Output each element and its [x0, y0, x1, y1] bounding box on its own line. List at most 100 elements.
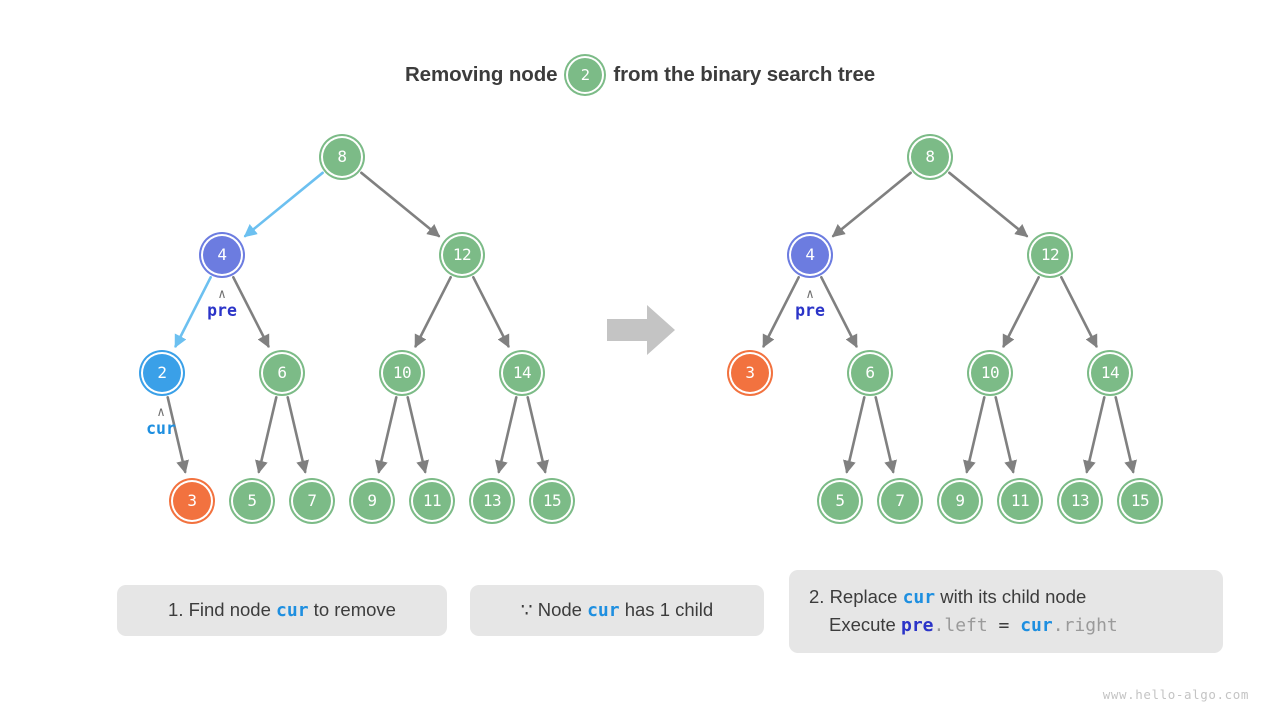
tree-node-label: 4	[805, 245, 815, 264]
tree-node-15[interactable]: 15	[531, 480, 573, 522]
tree-node-label: 9	[367, 491, 377, 510]
tree-node-label: 10	[980, 363, 1000, 382]
tree-node-13[interactable]: 13	[471, 480, 513, 522]
tree-edge	[1083, 396, 1106, 474]
pointer-name: cur	[146, 419, 176, 438]
tree-node-label: 15	[1130, 491, 1150, 510]
caption-1-line: 1. Find node cur to remove	[168, 597, 396, 624]
tree-node-label: 4	[217, 245, 227, 264]
caption-2-token-cur: cur	[587, 599, 620, 621]
tree-edge	[360, 171, 441, 238]
caption-2-post: has 1 child	[619, 598, 714, 620]
title-node-badge: 2	[566, 56, 605, 94]
tree-node-8[interactable]: 8	[321, 136, 363, 178]
caption-3-l2-token-cur: cur	[1020, 614, 1053, 636]
tree-node-8[interactable]: 8	[909, 136, 951, 178]
tree-node-7[interactable]: 7	[879, 480, 921, 522]
tree-edge	[286, 396, 309, 474]
tree-node-9[interactable]: 9	[351, 480, 393, 522]
caption-3-l2-token-pre: pre	[901, 614, 934, 636]
pointer-caret-icon: ∧	[218, 287, 226, 302]
tree-node-14[interactable]: 14	[1089, 352, 1131, 394]
tree-node-10[interactable]: 10	[381, 352, 423, 394]
tree-node-3[interactable]: 3	[171, 480, 213, 522]
tree-node-label: 5	[835, 491, 845, 510]
tree-edge	[526, 396, 549, 474]
tree-edge	[472, 275, 510, 348]
tree-node-5[interactable]: 5	[231, 480, 273, 522]
tree-edge	[1002, 275, 1040, 348]
caption-3-line-2: Execute pre.left = cur.right	[809, 612, 1223, 639]
caption-3-l2-code-left: .left	[933, 614, 988, 636]
caption-3-l1-pre: 2. Replace	[809, 586, 903, 608]
tree-node-14[interactable]: 14	[501, 352, 543, 394]
tree-node-6[interactable]: 6	[849, 352, 891, 394]
caption-3-l2-pre: Execute	[829, 613, 901, 635]
pointer-name: pre	[207, 301, 237, 320]
tree-node-label: 15	[542, 491, 562, 510]
tree-node-label: 14	[1100, 363, 1120, 382]
site-watermark: www.hello-algo.com	[1102, 687, 1249, 702]
tree-node-10[interactable]: 10	[969, 352, 1011, 394]
caption-3-l1-post: with its child node	[935, 586, 1087, 608]
tree-node-4[interactable]: 4	[789, 234, 831, 276]
tree-node-13[interactable]: 13	[1059, 480, 1101, 522]
caption-step-2: 2. Replace cur with its child node Execu…	[789, 570, 1223, 653]
tree-node-6[interactable]: 6	[261, 352, 303, 394]
tree-node-label: 5	[247, 491, 257, 510]
caption-1-token-cur: cur	[276, 599, 309, 621]
tree-node-label: 11	[422, 491, 442, 510]
tree-node-label: 3	[745, 363, 755, 382]
tree-node-7[interactable]: 7	[291, 480, 333, 522]
tree-node-2[interactable]: 2	[141, 352, 183, 394]
caption-3-l1-token-cur: cur	[902, 587, 936, 609]
tree-edge	[255, 396, 278, 474]
title-text-after: from the binary search tree	[613, 63, 876, 86]
page-title: Removing node 2 from the binary search t…	[0, 55, 1280, 95]
caption-3-line-1: 2. Replace cur with its child node	[809, 584, 1223, 611]
tree-node-label: 8	[925, 147, 935, 166]
tree-node-15[interactable]: 15	[1119, 480, 1161, 522]
caption-2-line: ∵ Node cur has 1 child	[521, 597, 713, 624]
caption-1-post: to remove	[308, 598, 396, 620]
tree-node-11[interactable]: 11	[999, 480, 1041, 522]
tree-node-label: 2	[157, 363, 167, 382]
tree-edge	[874, 396, 897, 474]
tree-node-label: 13	[482, 491, 502, 510]
title-text-before: Removing node	[404, 63, 558, 86]
tree-node-5[interactable]: 5	[819, 480, 861, 522]
caption-1-pre: 1. Find node	[168, 598, 277, 620]
tree-edge	[495, 396, 518, 474]
caption-2-pre: ∵ Node	[520, 598, 588, 620]
tree-node-label: 9	[955, 491, 965, 510]
tree-node-label: 6	[865, 363, 875, 382]
tree-node-label: 13	[1070, 491, 1090, 510]
tree-node-label: 7	[307, 491, 317, 510]
tree-node-12[interactable]: 12	[441, 234, 483, 276]
tree-edge	[994, 396, 1017, 474]
tree-edge	[948, 171, 1029, 238]
tree-edge	[1060, 275, 1098, 348]
tree-node-label: 8	[337, 147, 347, 166]
caption-3-l2-equals: =	[987, 614, 1021, 636]
tree-node-label: 14	[512, 363, 532, 382]
caption-reason: ∵ Node cur has 1 child	[470, 585, 764, 636]
tree-node-label: 6	[277, 363, 287, 382]
tree-node-11[interactable]: 11	[411, 480, 453, 522]
tree-edge	[1114, 396, 1137, 474]
tree-edge	[843, 396, 866, 474]
tree-node-4[interactable]: 4	[201, 234, 243, 276]
pointer-name: pre	[795, 301, 825, 320]
tree-edge	[375, 396, 398, 474]
tree-node-label: 11	[1010, 491, 1030, 510]
pointer-label-cur: ∧cur	[111, 406, 211, 438]
transition-arrow-icon	[607, 305, 675, 355]
tree-edge	[414, 275, 452, 348]
pointer-label-pre: ∧pre	[172, 288, 272, 320]
caption-step-1: 1. Find node cur to remove	[117, 585, 447, 636]
tree-node-12[interactable]: 12	[1029, 234, 1071, 276]
tree-node-3[interactable]: 3	[729, 352, 771, 394]
pointer-label-pre: ∧pre	[760, 288, 860, 320]
tree-node-9[interactable]: 9	[939, 480, 981, 522]
